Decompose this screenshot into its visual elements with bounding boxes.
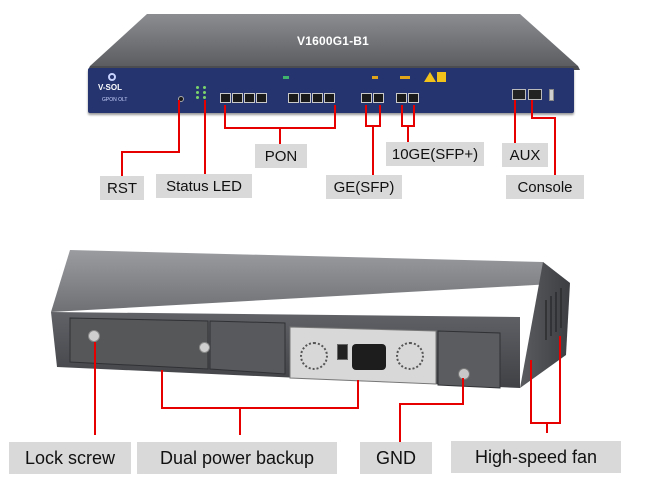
status-led-label: Status LED (156, 174, 252, 198)
aux-port[interactable] (512, 89, 526, 100)
warning-sticker (437, 72, 446, 82)
ac-inlet[interactable] (352, 344, 386, 370)
gnd-label: GND (360, 442, 432, 474)
tenge-sfp-port[interactable] (396, 93, 407, 103)
fan-vent-icon (396, 342, 424, 370)
status-led (203, 96, 206, 99)
console-label: Console (506, 175, 584, 199)
port-marker (372, 76, 378, 79)
fan-vent-icon (300, 342, 328, 370)
status-led (196, 86, 199, 89)
front-model-label: V1600G1-B1 (297, 34, 370, 48)
lock-screw-label: Lock screw (9, 442, 131, 474)
aux-label: AUX (502, 143, 548, 167)
brand-subtitle: GPON OLT (102, 97, 128, 103)
rear-chassis (51, 250, 570, 389)
dual-power-label: Dual power backup (137, 442, 337, 474)
status-led (196, 96, 199, 99)
pon-port[interactable] (312, 93, 323, 103)
console-port[interactable] (528, 89, 542, 100)
pon-port[interactable] (256, 93, 267, 103)
pon-port[interactable] (220, 93, 231, 103)
pon-label: PON (255, 144, 307, 168)
pon-port[interactable] (324, 93, 335, 103)
pon-port[interactable] (232, 93, 243, 103)
status-led (203, 91, 206, 94)
high-speed-fan-label: High-speed fan (451, 441, 621, 473)
pon-port[interactable] (244, 93, 255, 103)
port-marker (400, 76, 410, 79)
warning-icon (424, 72, 436, 82)
lock-screw[interactable] (88, 330, 100, 342)
lock-screw[interactable] (199, 342, 210, 353)
vsol-logo-icon (108, 73, 116, 81)
status-led (203, 86, 206, 89)
power-module (300, 338, 428, 376)
gnd-terminal[interactable] (458, 368, 470, 380)
brand-name: V-SOL (98, 83, 123, 92)
ge-sfp-port[interactable] (361, 93, 372, 103)
rst-label: RST (100, 176, 144, 200)
status-led (196, 91, 199, 94)
tenge-sfp-port[interactable] (408, 93, 419, 103)
pon-port[interactable] (300, 93, 311, 103)
rst-button[interactable] (178, 96, 184, 102)
pon-port[interactable] (288, 93, 299, 103)
power-switch[interactable] (337, 344, 348, 360)
ge-sfp-label: GE(SFP) (326, 175, 402, 199)
port-marker (283, 76, 289, 79)
tenge-sfp-label: 10GE(SFP+) (386, 142, 484, 166)
ge-sfp-port[interactable] (373, 93, 384, 103)
